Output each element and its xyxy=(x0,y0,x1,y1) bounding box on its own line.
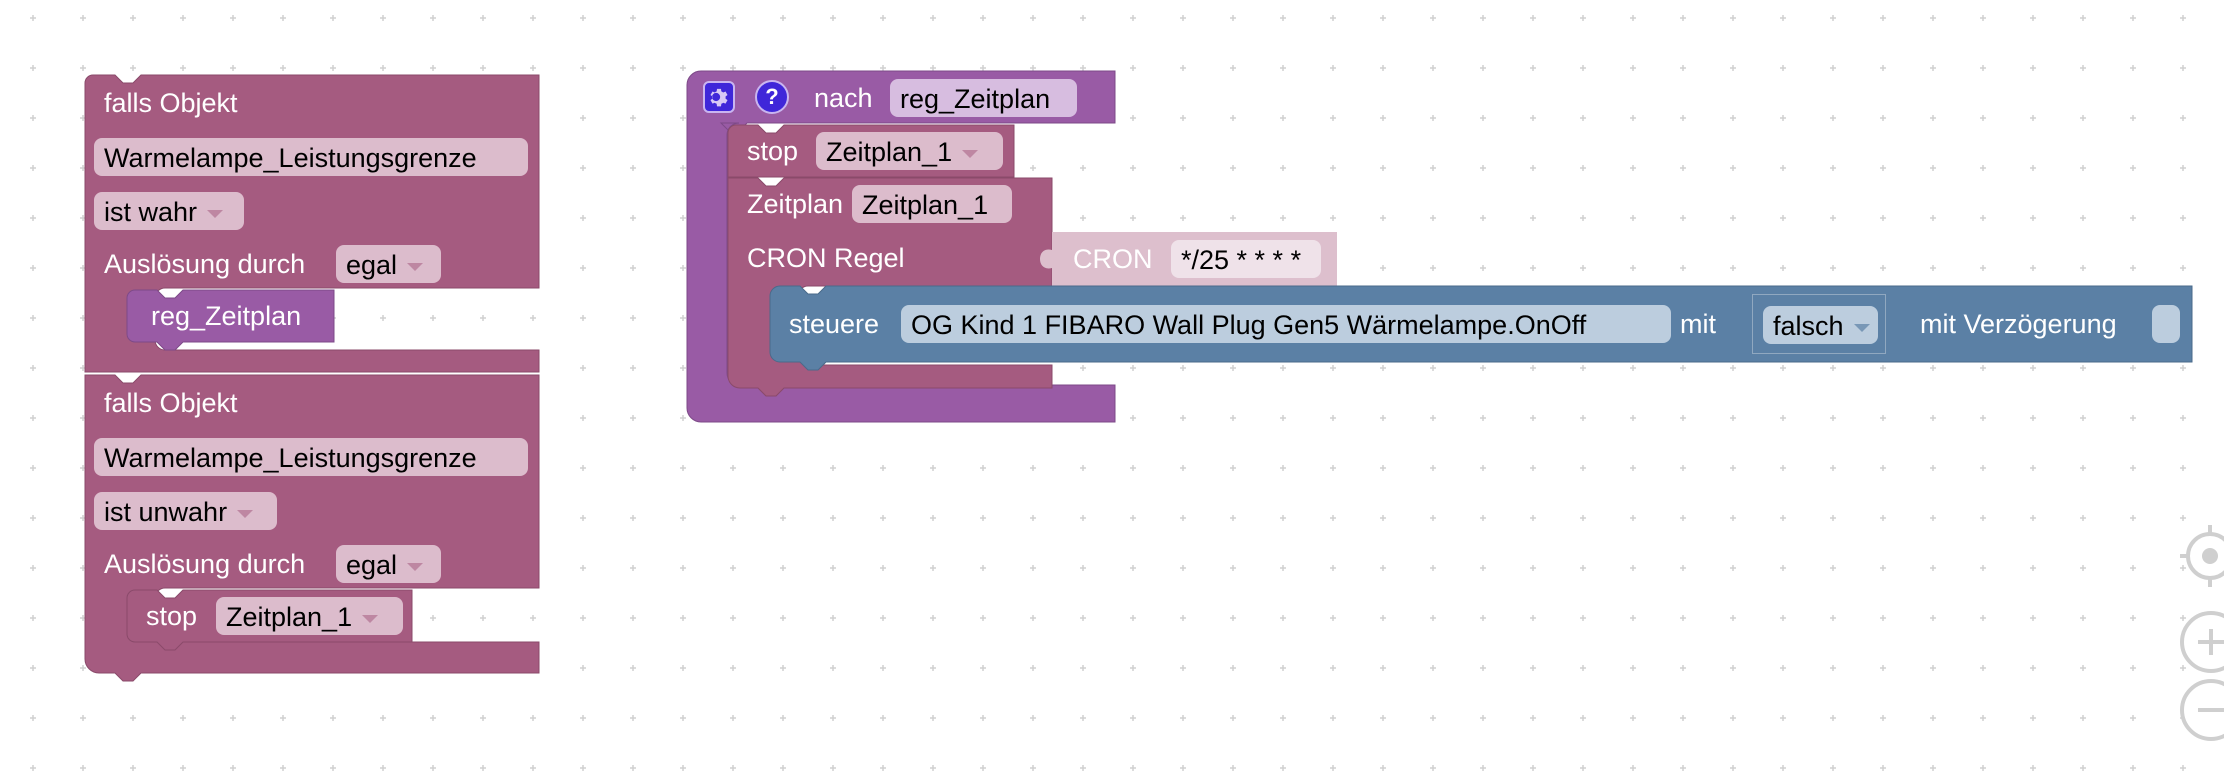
schedule-dropdown[interactable]: Zeitplan_1 xyxy=(216,597,403,635)
trigger-label: Auslösung durch xyxy=(104,249,306,279)
stop-schedule-block[interactable]: stop Zeitplan_1 xyxy=(126,589,413,651)
if-object-block-2[interactable]: falls Objekt Warmelampe_Leistungsgrenze … xyxy=(84,374,540,685)
trigger-dropdown[interactable]: egal xyxy=(336,245,441,283)
boolean-dropdown[interactable]: falsch xyxy=(1763,306,1878,344)
chevron-down-icon xyxy=(1853,323,1870,332)
condition-value: ist wahr xyxy=(104,197,198,227)
boolean-value: falsch xyxy=(1773,311,1844,341)
chevron-down-icon xyxy=(362,614,379,623)
cron-label: CRON xyxy=(1073,244,1153,274)
schedule-dropdown[interactable]: Zeitplan_1 xyxy=(816,132,1003,170)
reset-center-icon xyxy=(2180,525,2224,587)
if-object-label: falls Objekt xyxy=(104,88,238,118)
trigger-label: Auslösung durch xyxy=(104,549,306,579)
procedure-to-label: nach xyxy=(814,83,873,113)
stop-label: stop xyxy=(747,136,799,166)
procedure-definition-block[interactable]: ? nach reg_Zeitplan stop Zeitplan_1 Zeit… xyxy=(686,70,1116,423)
condition-dropdown[interactable]: ist unwahr xyxy=(94,492,277,530)
control-label: steuere xyxy=(789,309,880,339)
procedure-name-field[interactable]: reg_Zeitplan xyxy=(890,79,1077,117)
schedule-block[interactable]: Zeitplan Zeitplan_1 CRON Regel xyxy=(727,177,1053,404)
chevron-down-icon xyxy=(407,562,424,571)
stop-schedule-block[interactable]: stop Zeitplan_1 xyxy=(727,124,1015,178)
zoom-in-icon xyxy=(2180,611,2224,673)
trigger-value: egal xyxy=(346,550,398,580)
control-object-field[interactable]: OG Kind 1 FIBARO Wall Plug Gen5 Wärmelam… xyxy=(901,305,1671,343)
zoom-out-button[interactable] xyxy=(2180,678,2224,742)
help-icon[interactable]: ? xyxy=(755,80,789,114)
zoom-out-icon xyxy=(2180,679,2224,741)
cron-rule-label: CRON Regel xyxy=(747,243,905,273)
stop-label: stop xyxy=(146,601,198,631)
with-label: mit xyxy=(1680,309,1716,339)
schedule-name-field[interactable]: Zeitplan_1 xyxy=(852,185,1012,223)
chevron-down-icon xyxy=(237,509,254,518)
delay-checkbox[interactable] xyxy=(2152,305,2180,343)
procedure-call-label: reg_Zeitplan xyxy=(151,301,302,331)
delay-label: mit Verzögerung xyxy=(1920,309,2117,339)
schedule-label: Zeitplan xyxy=(747,189,844,219)
trigger-value: egal xyxy=(346,250,398,280)
cron-expression-field[interactable]: */25 * * * * xyxy=(1171,240,1321,278)
procedure-call-block[interactable]: reg_Zeitplan xyxy=(126,289,335,351)
condition-value: ist unwahr xyxy=(104,497,228,527)
boolean-value-block[interactable]: falsch xyxy=(1752,294,1886,354)
schedule-value: Zeitplan_1 xyxy=(826,137,953,167)
object-field[interactable]: Warmelampe_Leistungsgrenze xyxy=(94,138,528,176)
chevron-down-icon xyxy=(407,262,424,271)
chevron-down-icon xyxy=(962,149,979,158)
gear-icon[interactable] xyxy=(703,81,735,113)
if-object-block-1[interactable]: falls Objekt Warmelampe_Leistungsgrenze … xyxy=(84,74,540,373)
schedule-value: Zeitplan_1 xyxy=(226,602,353,632)
trigger-dropdown[interactable]: egal xyxy=(336,545,441,583)
chevron-down-icon xyxy=(207,209,224,218)
block-shape xyxy=(126,289,335,351)
if-object-label: falls Objekt xyxy=(104,388,238,418)
control-block[interactable]: steuere OG Kind 1 FIBARO Wall Plug Gen5 … xyxy=(769,285,2193,371)
zoom-in-button[interactable] xyxy=(2180,610,2224,674)
reset-center-button[interactable] xyxy=(2180,525,2224,587)
cron-block[interactable]: CRON */25 * * * * xyxy=(1038,232,1337,287)
object-field[interactable]: Warmelampe_Leistungsgrenze xyxy=(94,438,528,476)
condition-dropdown[interactable]: ist wahr xyxy=(94,192,244,230)
